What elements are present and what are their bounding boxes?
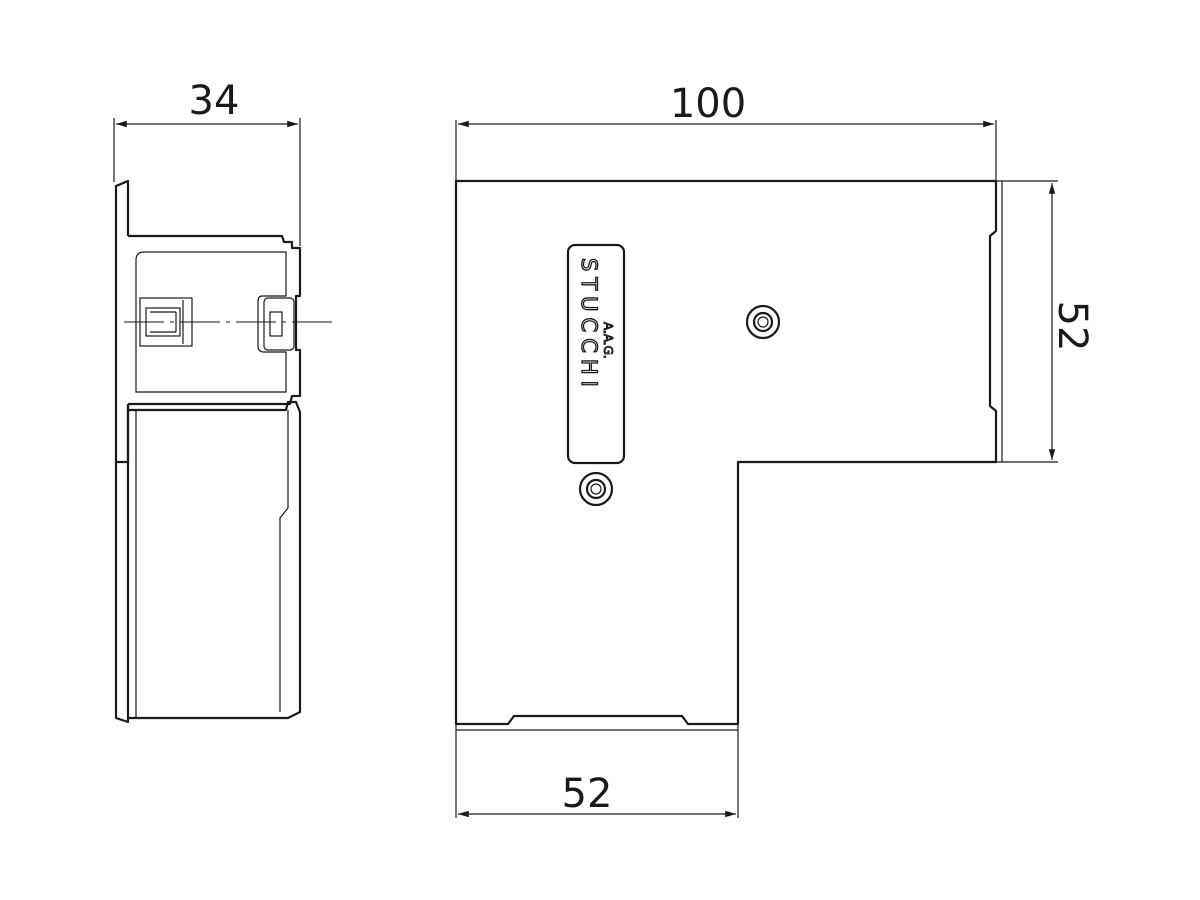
front-bottom-label: 52: [562, 771, 613, 817]
side-lower-inner: [279, 410, 289, 712]
side-lower-housing: [128, 400, 302, 720]
side-upper-inner: [135, 251, 287, 393]
side-flange-lower: [114, 404, 130, 724]
front-width-label: 100: [670, 81, 746, 127]
side-width-label: 34: [189, 78, 240, 124]
front-outline: [454, 179, 998, 726]
side-upper-housing: [128, 234, 302, 406]
logo-plate: [566, 243, 626, 465]
side-clip-outer: [263, 297, 295, 351]
side-clip-inner: [269, 311, 283, 337]
front-height-label: 52: [1049, 301, 1095, 352]
front-bottom-dimension: 52: [455, 730, 739, 818]
front-view: STUCCHI A.A.G.: [454, 179, 1003, 731]
screw-lower-left-icon: [578, 471, 614, 507]
front-height-dimension: 52: [1002, 180, 1095, 463]
logo-brand: STUCCHI: [577, 258, 601, 393]
front-width-dimension: 100: [455, 81, 997, 181]
front-bottom-edge: [455, 724, 739, 731]
side-view: [114, 179, 332, 724]
screw-upper-right-icon: [745, 304, 781, 340]
logo-initials: A.A.G.: [601, 322, 615, 359]
front-right-edge: [996, 180, 1003, 463]
side-width-dimension: 34: [113, 78, 301, 246]
